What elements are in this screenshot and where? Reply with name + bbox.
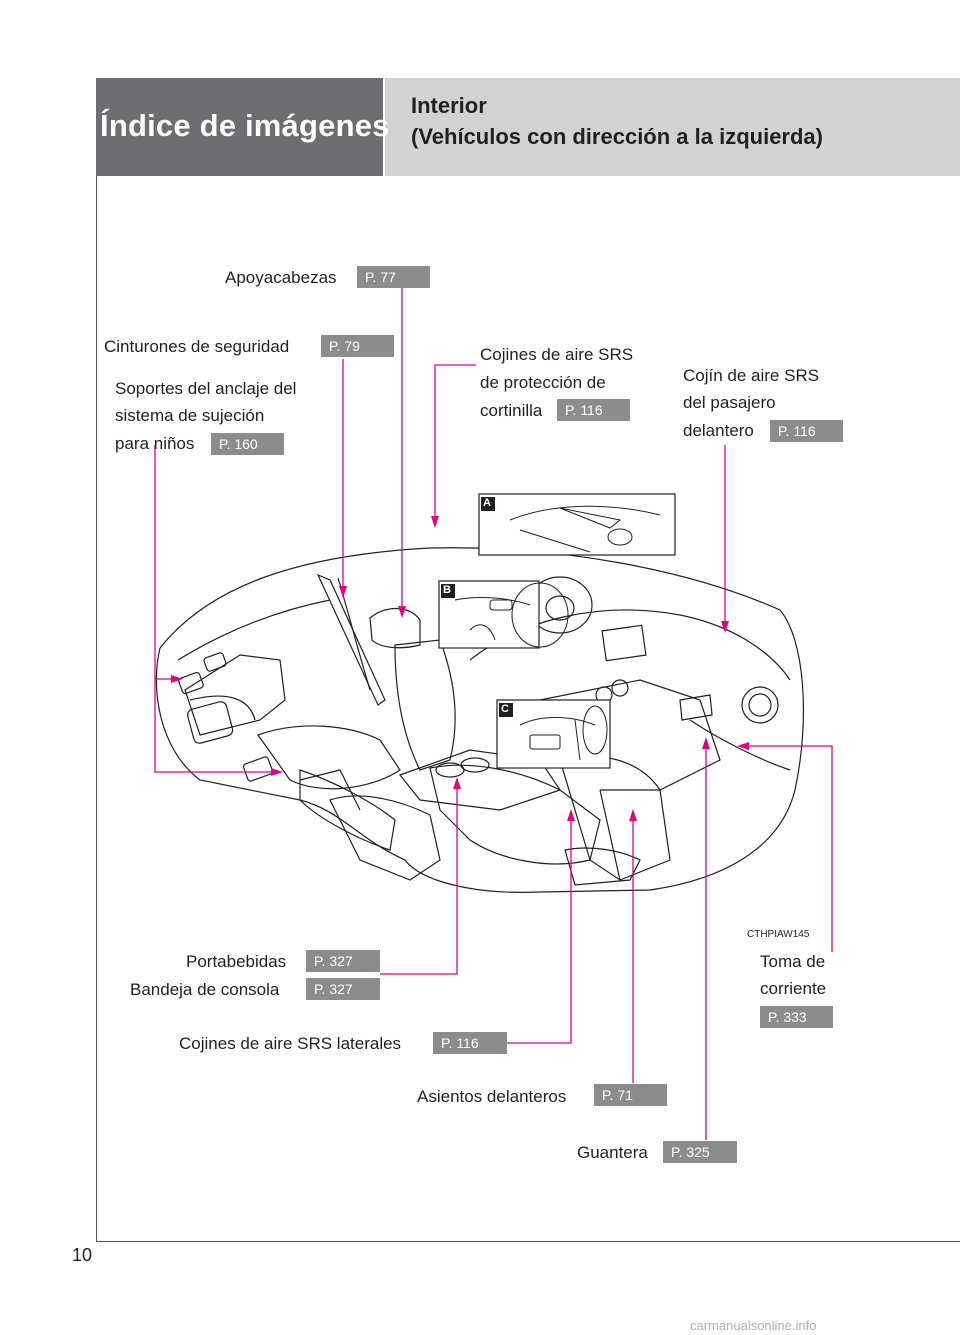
label-cortinilla-line3: cortinilla bbox=[480, 401, 543, 420]
ref-toma[interactable]: P. 333 bbox=[760, 1006, 833, 1028]
ref-asientos[interactable]: P. 71 bbox=[594, 1084, 667, 1106]
label-soportes-line2: sistema de sujeción bbox=[115, 406, 265, 425]
label-soportes-line1: Soportes del anclaje del bbox=[115, 379, 297, 398]
ref-guantera[interactable]: P. 325 bbox=[663, 1141, 737, 1163]
label-pasajero-line2: del pasajero bbox=[683, 393, 776, 412]
watermark: carmanualsonline.info bbox=[690, 1318, 817, 1333]
ref-bandeja[interactable]: P. 327 bbox=[306, 978, 380, 1000]
header-title-bar bbox=[383, 78, 960, 176]
label-toma-line1: Toma de bbox=[760, 952, 826, 971]
label-pasajero-line3: delantero bbox=[683, 421, 754, 440]
label-pasajero-line1: Cojín de aire SRS bbox=[683, 366, 820, 385]
page-frame bbox=[96, 78, 960, 1242]
inset-c-label: C bbox=[501, 703, 509, 715]
label-toma-line2: corriente bbox=[760, 979, 827, 998]
page-number: 10 bbox=[72, 1245, 93, 1265]
ref-soportes[interactable]: P. 160 bbox=[211, 433, 284, 455]
ref-apoyacabezas[interactable]: P. 77 bbox=[357, 266, 430, 288]
ref-pasajero[interactable]: P. 116 bbox=[770, 420, 843, 442]
label-laterales: Cojines de aire SRS laterales bbox=[179, 1034, 402, 1053]
inset-b-label: B bbox=[443, 584, 451, 596]
label-asientos: Asientos delanteros bbox=[417, 1087, 567, 1106]
label-cortinilla-line2: de protección de bbox=[480, 373, 606, 392]
label-cortinilla-line1: Cojines de aire SRS bbox=[480, 345, 634, 364]
ref-cortinilla[interactable]: P. 116 bbox=[557, 399, 630, 421]
section-title: Índice de imágenes bbox=[100, 108, 390, 143]
ref-cinturones[interactable]: P. 79 bbox=[321, 335, 394, 357]
figure-code: CTHPIAW145 bbox=[747, 929, 810, 940]
label-cinturones: Cinturones de seguridad bbox=[104, 337, 290, 356]
ref-laterales[interactable]: P. 116 bbox=[433, 1032, 507, 1054]
header-section-tab bbox=[96, 78, 383, 176]
page-title-line2: (Vehículos con dirección a la izquierda) bbox=[411, 124, 823, 149]
label-portabebidas: Portabebidas bbox=[186, 952, 287, 971]
ref-portabebidas[interactable]: P. 327 bbox=[306, 950, 380, 972]
label-apoyacabezas: Apoyacabezas bbox=[225, 268, 337, 287]
inset-a-label: A bbox=[483, 497, 491, 509]
label-soportes-line3: para niños bbox=[115, 434, 195, 453]
label-guantera: Guantera bbox=[577, 1143, 648, 1162]
label-bandeja: Bandeja de consola bbox=[130, 980, 280, 999]
page-title-line1: Interior bbox=[411, 93, 487, 118]
